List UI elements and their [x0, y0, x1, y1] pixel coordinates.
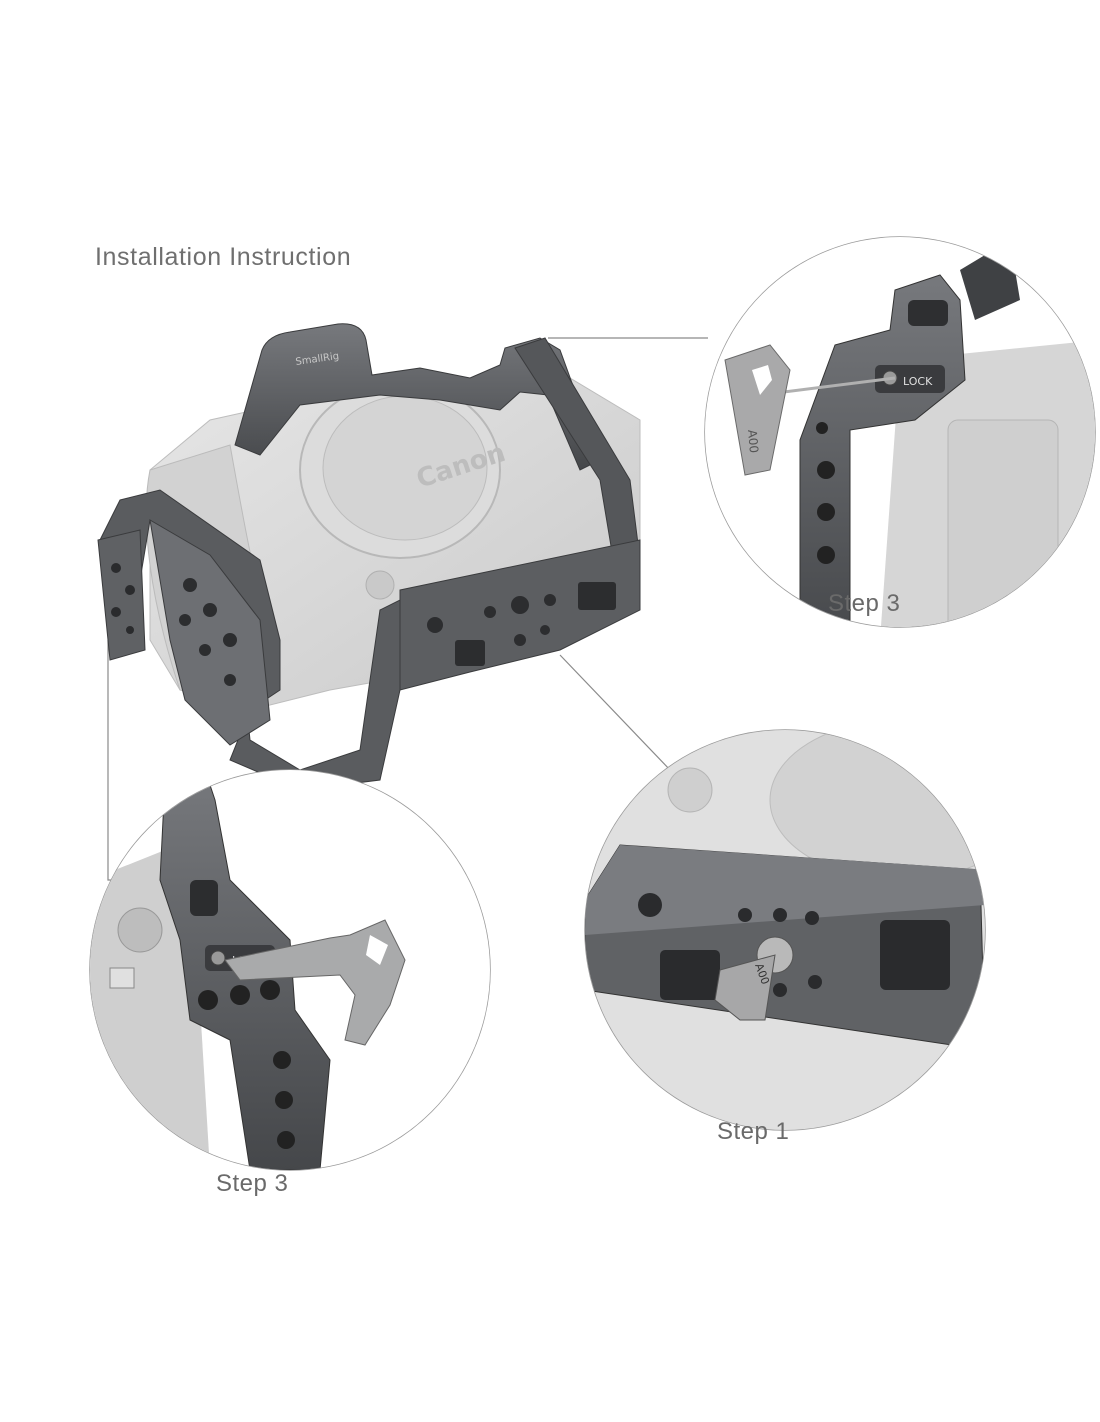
main-cage-illustration: Canon SmallRig	[97, 323, 641, 791]
lens-mount-cap: Canon	[299, 381, 509, 559]
page-title: Installation Instruction	[95, 243, 352, 271]
step-label-top-right: Step 3	[828, 590, 901, 617]
detail-circle-bottom-right: A00	[584, 729, 986, 1131]
detail-circle-bottom-left: LOCK	[89, 769, 491, 1171]
lock-marking: LOCK	[903, 375, 933, 388]
detail-circle-top-right: LOCK A00	[704, 236, 1096, 628]
callout-line-bottom-right	[559, 654, 673, 773]
step-label-bottom-left: Step 3	[216, 1170, 289, 1197]
step-label-bottom-right: Step 1	[717, 1118, 790, 1145]
key-marking: A00	[745, 429, 761, 454]
callout-line-left	[107, 640, 118, 881]
